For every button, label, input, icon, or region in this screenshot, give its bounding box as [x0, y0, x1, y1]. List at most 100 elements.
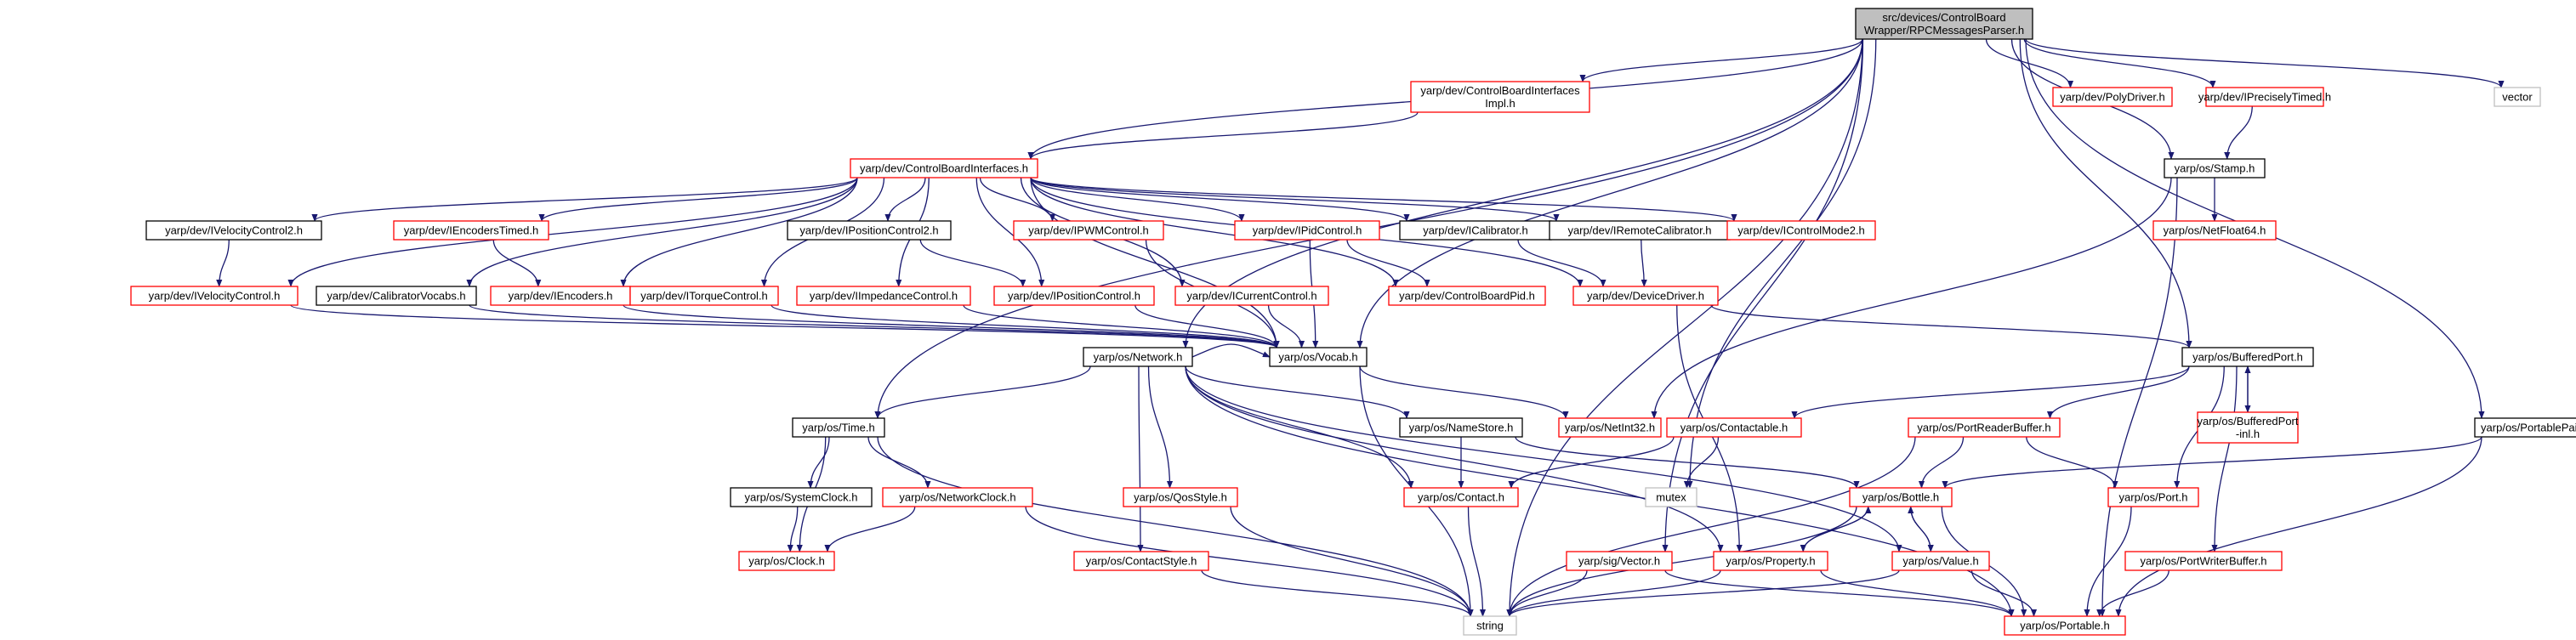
node-iprecisely-label-line-0: yarp/dev/IPreciselyTimed.h	[2198, 91, 2331, 104]
edge-network-to-namestore	[1185, 365, 1410, 419]
node-itorque[interactable]: yarp/dev/ITorqueControl.h	[629, 286, 779, 306]
node-string_std-label-line-0: string	[1476, 620, 1504, 632]
edge-portablepair-to-portable	[2115, 436, 2482, 617]
node-cbi[interactable]: yarp/dev/ControlBoardInterfaces.h	[850, 158, 1038, 178]
node-devdriver[interactable]: yarp/dev/DeviceDriver.h	[1572, 286, 1719, 306]
node-ipid[interactable]: yarp/dev/IPidControl.h	[1234, 220, 1380, 241]
node-clock-label-line-0: yarp/os/Clock.h	[748, 555, 825, 568]
node-value[interactable]: yarp/os/Value.h	[1891, 551, 1990, 571]
node-iprecisely[interactable]: yarp/dev/IPreciselyTimed.h	[2198, 87, 2331, 107]
edge-time-to-string_std	[877, 436, 1474, 617]
node-bufport-label-line-0: yarp/os/BufferedPort.h	[2192, 351, 2303, 364]
edge-ivel2-to-ivel	[216, 239, 230, 287]
node-sigvector[interactable]: yarp/sig/Vector.h	[1566, 551, 1673, 571]
node-namestore-label-line-0: yarp/os/NameStore.h	[1409, 422, 1514, 434]
node-stamp-label-line-0: yarp/os/Stamp.h	[2175, 162, 2255, 175]
edge-port-to-portable	[2084, 506, 2132, 617]
node-portwriter[interactable]: yarp/os/PortWriterBuffer.h	[2124, 551, 2283, 571]
edge-root-to-sigvector	[1662, 38, 1864, 552]
node-time[interactable]: yarp/os/Time.h	[792, 417, 885, 438]
edge-ipos-to-vocab	[1134, 304, 1280, 348]
node-bufport[interactable]: yarp/os/BufferedPort.h	[2181, 347, 2314, 367]
node-iimp-label-line-0: yarp/dev/IImpedanceControl.h	[810, 290, 958, 303]
node-port[interactable]: yarp/os/Port.h	[2107, 487, 2199, 507]
node-iencTimed[interactable]: yarp/dev/IEncodersTimed.h	[393, 220, 549, 241]
edge-portablepair-to-bottle	[1942, 436, 2482, 489]
node-property[interactable]: yarp/os/Property.h	[1713, 551, 1828, 571]
node-qosstyle[interactable]: yarp/os/QosStyle.h	[1123, 487, 1238, 507]
node-ipos[interactable]: yarp/dev/IPositionControl.h	[993, 286, 1155, 306]
edge-vocab-to-netint32	[1359, 365, 1569, 419]
edge-namestore-to-bottle	[1515, 436, 1860, 489]
node-polydriver[interactable]: yarp/dev/PolyDriver.h	[2052, 87, 2173, 107]
edge-itorque-to-vocab	[771, 304, 1280, 348]
node-portable-label-line-0: yarp/os/Portable.h	[2020, 620, 2110, 632]
node-contact[interactable]: yarp/os/Contact.h	[1403, 487, 1519, 507]
node-iimp[interactable]: yarp/dev/IImpedanceControl.h	[796, 286, 971, 306]
edge-cbi-to-ical	[1030, 177, 1410, 222]
edge-cbi-to-ivel	[287, 177, 858, 287]
node-cbpid[interactable]: yarp/dev/ControlBoardPid.h	[1388, 286, 1546, 306]
edge-network-to-contactstyle	[1137, 365, 1144, 552]
edge-cbi-to-ipos2	[884, 177, 926, 222]
node-root[interactable]: src/devices/ControlBoardWrapper/RPCMessa…	[1855, 8, 2033, 40]
node-ivel2[interactable]: yarp/dev/IVelocityControl2.h	[145, 220, 322, 241]
edge-contactstyle-to-string_std	[1201, 569, 1474, 617]
node-iremcal[interactable]: yarp/dev/IRemoteCalibrator.h	[1549, 220, 1731, 241]
node-ical[interactable]: yarp/dev/ICalibrator.h	[1399, 220, 1552, 241]
node-sysclock[interactable]: yarp/os/SystemClock.h	[730, 487, 873, 507]
edge-iimp-to-vocab	[963, 304, 1280, 348]
node-portable[interactable]: yarp/os/Portable.h	[2004, 615, 2126, 636]
node-ivel[interactable]: yarp/dev/IVelocityControl.h	[130, 286, 299, 306]
edge-cbi-to-ipos	[975, 177, 1045, 287]
node-calvocabs[interactable]: yarp/dev/CalibratorVocabs.h	[316, 286, 477, 306]
edge-cbi-to-iencTimed	[538, 177, 858, 222]
node-ipos2[interactable]: yarp/dev/IPositionControl2.h	[787, 220, 952, 241]
node-qosstyle-label-line-0: yarp/os/QosStyle.h	[1134, 491, 1227, 504]
edge-network-to-qosstyle	[1147, 365, 1174, 489]
node-network[interactable]: yarp/os/Network.h	[1083, 347, 1193, 367]
node-stamp[interactable]: yarp/os/Stamp.h	[2164, 158, 2266, 178]
node-portablepair[interactable]: yarp/os/PortablePair.h	[2474, 417, 2576, 438]
node-vocab-label-line-0: yarp/os/Vocab.h	[1278, 351, 1357, 364]
node-clock[interactable]: yarp/os/Clock.h	[738, 551, 835, 571]
node-bottle-label-line-0: yarp/os/Bottle.h	[1862, 491, 1939, 504]
node-portreader-label-line-0: yarp/os/PortReaderBuffer.h	[1917, 422, 2050, 434]
node-bufportinl-label-line-0: yarp/os/BufferedPort	[2198, 415, 2299, 428]
node-icurrent-label-line-0: yarp/dev/ICurrentControl.h	[1186, 290, 1316, 303]
node-netfloat64[interactable]: yarp/os/NetFloat64.h	[2152, 220, 2277, 241]
node-netint32[interactable]: yarp/os/NetInt32.h	[1558, 417, 1662, 438]
node-itorque-label-line-0: yarp/dev/ITorqueControl.h	[640, 290, 768, 303]
node-contactable[interactable]: yarp/os/Contactable.h	[1666, 417, 1802, 438]
node-netclock[interactable]: yarp/os/NetworkClock.h	[882, 487, 1033, 507]
node-port-label-line-0: yarp/os/Port.h	[2119, 491, 2188, 504]
node-sysclock-label-line-0: yarp/os/SystemClock.h	[745, 491, 858, 504]
node-bufportinl[interactable]: yarp/os/BufferedPort-inl.h	[2197, 411, 2299, 444]
node-string_std[interactable]: string	[1463, 615, 1517, 636]
edge-cbii-to-cbi	[1027, 111, 1419, 160]
edge-stamp-to-netint32	[1651, 177, 2172, 419]
node-mutex[interactable]: mutex	[1645, 487, 1697, 507]
node-calvocabs-label-line-0: yarp/dev/CalibratorVocabs.h	[327, 290, 465, 303]
node-netfloat64-label-line-0: yarp/os/NetFloat64.h	[2164, 224, 2266, 237]
node-contactstyle[interactable]: yarp/os/ContactStyle.h	[1073, 551, 1209, 571]
node-portreader[interactable]: yarp/os/PortReaderBuffer.h	[1908, 417, 2061, 438]
node-bottle[interactable]: yarp/os/Bottle.h	[1849, 487, 1953, 507]
node-namestore[interactable]: yarp/os/NameStore.h	[1399, 417, 1523, 438]
node-ivel2-label-line-0: yarp/dev/IVelocityControl2.h	[165, 224, 303, 237]
node-vector_std[interactable]: vector	[2494, 87, 2541, 107]
edge-ical-to-devdriver	[1517, 239, 1606, 287]
edge-contact-to-string_std	[1467, 506, 1487, 617]
edge-iremcal-to-devdriver	[1641, 239, 1647, 287]
node-ipwm[interactable]: yarp/dev/IPWMControl.h	[1013, 220, 1164, 241]
node-ienc[interactable]: yarp/dev/IEncoders.h	[490, 286, 631, 306]
node-ical-label-line-0: yarp/dev/ICalibrator.h	[1423, 224, 1528, 237]
node-iencTimed-label-line-0: yarp/dev/IEncodersTimed.h	[404, 224, 538, 237]
edge-cbi-to-ienc	[620, 177, 858, 287]
node-imode2[interactable]: yarp/dev/IControlMode2.h	[1726, 220, 1876, 241]
node-vocab[interactable]: yarp/os/Vocab.h	[1269, 347, 1368, 367]
node-icurrent[interactable]: yarp/dev/ICurrentControl.h	[1174, 286, 1329, 306]
edge-portreader-to-bottle	[1918, 436, 1965, 489]
edge-contactable-to-mutex	[1683, 436, 1720, 489]
